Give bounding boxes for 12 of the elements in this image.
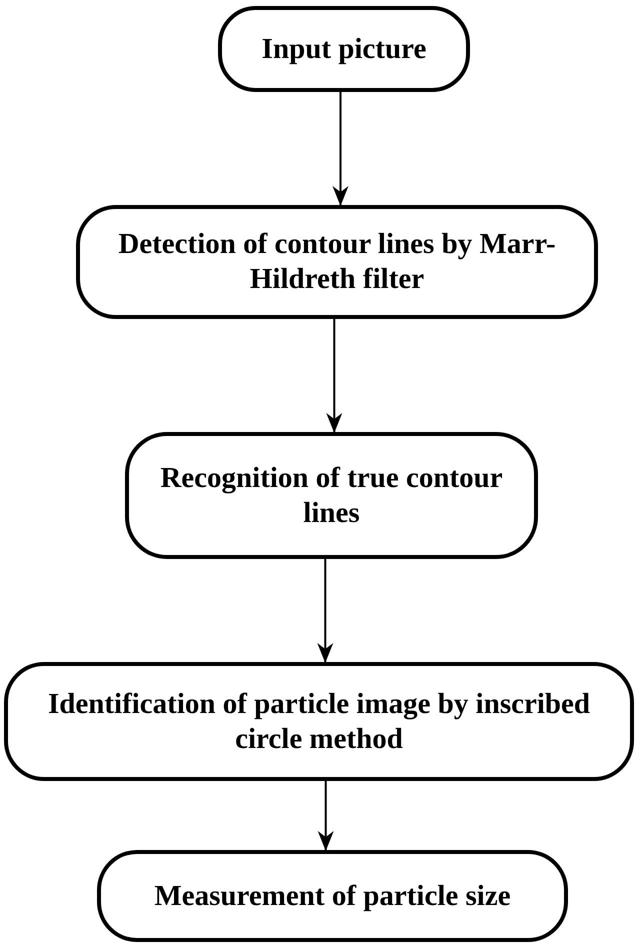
arrow — [332, 92, 348, 206]
step-text: Measurement of particle size — [154, 878, 511, 914]
arrow — [318, 781, 334, 851]
step-text: Recognition of true contour lines — [159, 460, 504, 530]
process-box — [76, 205, 598, 319]
step-text: Input picture — [262, 32, 426, 66]
step-text: Identification of particle image by inscribed circle method — [46, 686, 592, 756]
process-box — [4, 662, 634, 781]
process-box — [125, 432, 538, 559]
step-text: Detection of contour lines by Marr-Hildreth filter — [117, 227, 557, 297]
arrow — [317, 559, 334, 663]
arrow — [326, 319, 342, 433]
